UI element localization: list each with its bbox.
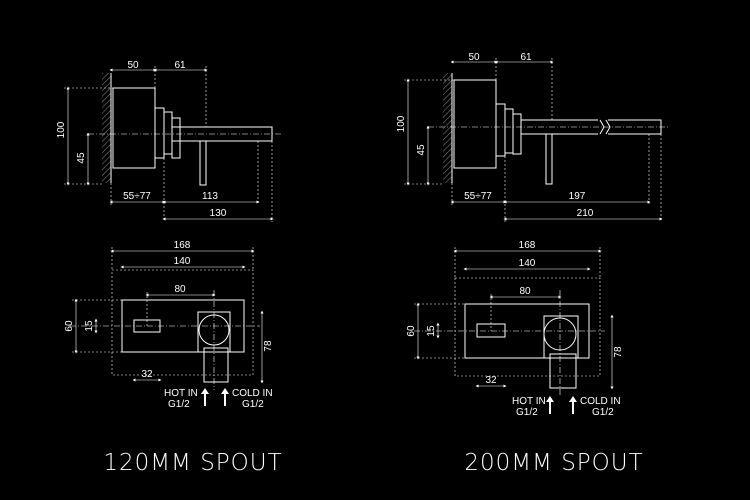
- dim-60: 60: [406, 325, 417, 337]
- dim-45: 45: [76, 152, 87, 164]
- dim-130: 130: [210, 208, 227, 219]
- hot-in-size: G1/2: [516, 407, 538, 418]
- hot-in-size: G1/2: [168, 399, 190, 410]
- spout-front: [203, 347, 229, 383]
- dim-100: 100: [56, 121, 67, 138]
- valve-body: [453, 79, 497, 169]
- dim-50: 50: [468, 52, 480, 63]
- dim-168: 168: [174, 240, 191, 251]
- wall-hatch: [443, 73, 452, 183]
- dim-197: 197: [569, 191, 586, 202]
- dim-50: 50: [127, 60, 139, 71]
- dim-60: 60: [64, 320, 75, 332]
- side-view-200: 50 61 100 45 55÷77 197 210: [396, 52, 670, 222]
- up-arrow-icon: [221, 388, 229, 406]
- front-view-120: 168 140 80 60 15 78 32 HOT IN G1/2: [64, 240, 274, 410]
- lever: [545, 133, 553, 185]
- dim-55-77: 55÷77: [123, 191, 151, 202]
- cold-in-size: G1/2: [592, 407, 614, 418]
- dim-55-77: 55÷77: [464, 191, 492, 202]
- dim-80: 80: [174, 284, 186, 295]
- dim-61: 61: [520, 52, 532, 63]
- hot-in-label: HOT IN: [512, 396, 546, 407]
- dim-140: 140: [174, 256, 191, 267]
- dim-168: 168: [519, 240, 536, 251]
- cold-in-size: G1/2: [242, 399, 264, 410]
- up-arrow-icon: [569, 396, 577, 414]
- dim-78: 78: [613, 346, 624, 358]
- dim-15: 15: [84, 320, 95, 332]
- dim-32: 32: [485, 375, 497, 386]
- dim-32: 32: [141, 369, 153, 380]
- up-arrow-icon: [201, 388, 209, 406]
- dim-45: 45: [416, 144, 427, 156]
- dim-210: 210: [577, 208, 594, 219]
- dim-61: 61: [174, 60, 186, 71]
- valve-body: [112, 87, 156, 169]
- up-arrow-icon: [546, 396, 554, 414]
- dim-15: 15: [426, 325, 437, 337]
- dim-100: 100: [396, 115, 407, 132]
- dim-113: 113: [202, 191, 218, 202]
- lever: [199, 140, 207, 186]
- dim-78: 78: [263, 340, 274, 352]
- side-view-120: 50 61 100 45 55÷77 113 130: [56, 60, 282, 222]
- cold-in-label: COLD IN: [580, 396, 621, 407]
- wall-hatch: [102, 73, 111, 183]
- hot-in-label: HOT IN: [164, 388, 198, 399]
- view-120mm: 50 61 100 45 55÷77 113 130: [56, 60, 282, 476]
- caption-200mm: 200MM SPOUT: [464, 450, 643, 476]
- front-view-200: 168 140 80 60 15 78 32 HOT IN G1/2: [406, 240, 624, 418]
- caption-120mm: 120MM SPOUT: [103, 450, 282, 476]
- dim-140: 140: [519, 258, 536, 269]
- dim-80: 80: [519, 286, 531, 297]
- cold-in-label: COLD IN: [232, 388, 273, 399]
- cover-plate: [464, 303, 590, 359]
- view-200mm: 50 61 100 45 55÷77 197 210: [396, 52, 670, 476]
- spout-front: [549, 353, 577, 389]
